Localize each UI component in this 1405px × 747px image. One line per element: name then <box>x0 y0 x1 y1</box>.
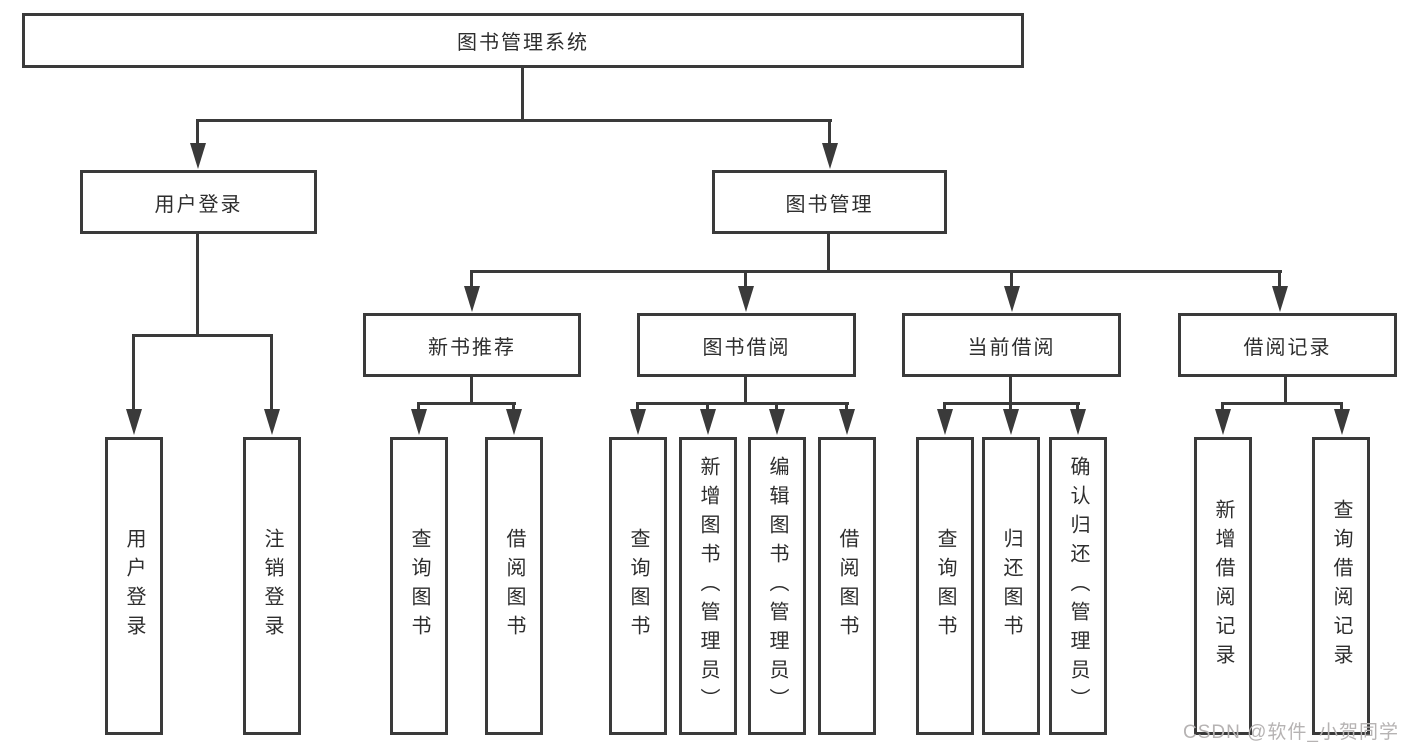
leaf-confirm-return-admin: 确认归还（管理员） <box>1049 437 1107 735</box>
arrow-down <box>126 409 142 435</box>
arrow-down <box>1334 409 1350 435</box>
connector-userlogin-horizontal <box>132 334 273 337</box>
arrow-down <box>937 409 953 435</box>
connector-bookmgmt-arm-4 <box>1278 270 1281 290</box>
connector-bookmgmt-horizontal <box>470 270 1282 273</box>
arrow-down <box>1215 409 1231 435</box>
leaf-user-login: 用户登录 <box>105 437 163 735</box>
node-library-system: 图书管理系统 <box>22 13 1024 68</box>
connector-leaf-arm <box>636 402 639 414</box>
leaf-add-book-admin: 新增图书（管理员） <box>679 437 737 735</box>
connector-userlogin-arm-left <box>132 334 135 412</box>
connector-root-horizontal <box>196 119 832 122</box>
connector-borrow-stem <box>744 377 747 404</box>
connector-userlogin-stem <box>196 234 199 337</box>
leaf-query-borrow-record: 查询借阅记录 <box>1312 437 1370 735</box>
connector-newbook-stem <box>470 377 473 405</box>
leaf-edit-book-admin: 编辑图书（管理员） <box>748 437 806 735</box>
node-borrow-records: 借阅记录 <box>1178 313 1397 377</box>
connector-bookmgmt-arm-3 <box>1010 270 1013 290</box>
leaf-return-books: 归还图书 <box>982 437 1040 735</box>
connector-root-arm-left <box>196 119 199 149</box>
connector-leaf-arm <box>1340 402 1343 414</box>
connector-current-stem <box>1009 377 1012 404</box>
arrow-down <box>1272 286 1288 312</box>
arrow-down <box>839 409 855 435</box>
connector-records-horizontal <box>1221 402 1343 405</box>
leaf-borrow-books-recommend: 借阅图书 <box>485 437 543 735</box>
node-current-borrow: 当前借阅 <box>902 313 1121 377</box>
connector-root-arm-right <box>828 119 831 149</box>
connector-leaf-arm <box>943 402 946 414</box>
connector-bookmgmt-arm-1 <box>470 270 473 290</box>
connector-borrow-horizontal <box>636 402 849 405</box>
arrow-down <box>738 286 754 312</box>
arrow-down <box>700 409 716 435</box>
leaf-add-borrow-record: 新增借阅记录 <box>1194 437 1252 735</box>
connector-leaf-arm <box>417 402 420 414</box>
connector-records-stem <box>1284 377 1287 404</box>
arrow-down <box>630 409 646 435</box>
arrow-down <box>506 409 522 435</box>
leaf-query-books-borrow: 查询图书 <box>609 437 667 735</box>
arrow-down <box>1070 409 1086 435</box>
connector-bookmgmt-arm-2 <box>744 270 747 290</box>
arrow-down <box>769 409 785 435</box>
leaf-logout: 注销登录 <box>243 437 301 735</box>
node-new-book-recommend: 新书推荐 <box>363 313 581 377</box>
connector-leaf-arm <box>706 402 709 414</box>
arrow-down <box>1003 409 1019 435</box>
connector-userlogin-arm-right <box>270 334 273 412</box>
leaf-borrow-books: 借阅图书 <box>818 437 876 735</box>
connector-leaf-arm <box>1221 402 1224 414</box>
connector-leaf-arm <box>775 402 778 414</box>
connector-newbook-horizontal <box>417 402 516 405</box>
arrow-down <box>822 143 838 169</box>
node-book-management: 图书管理 <box>712 170 947 234</box>
node-book-borrow: 图书借阅 <box>637 313 856 377</box>
connector-leaf-arm <box>845 402 848 414</box>
connector-root-stem <box>521 68 524 120</box>
arrow-down <box>411 409 427 435</box>
leaf-query-books-recommend: 查询图书 <box>390 437 448 735</box>
arrow-down <box>264 409 280 435</box>
node-user-login: 用户登录 <box>80 170 317 234</box>
connector-leaf-arm <box>1076 402 1079 414</box>
arrow-down <box>190 143 206 169</box>
connector-leaf-arm <box>512 402 515 414</box>
arrow-down <box>464 286 480 312</box>
connector-bookmgmt-stem <box>827 234 830 272</box>
watermark-text: CSDN @软件_小贺同学 <box>1183 722 1399 743</box>
leaf-query-books-current: 查询图书 <box>916 437 974 735</box>
connector-leaf-arm <box>1009 402 1012 414</box>
arrow-down <box>1004 286 1020 312</box>
